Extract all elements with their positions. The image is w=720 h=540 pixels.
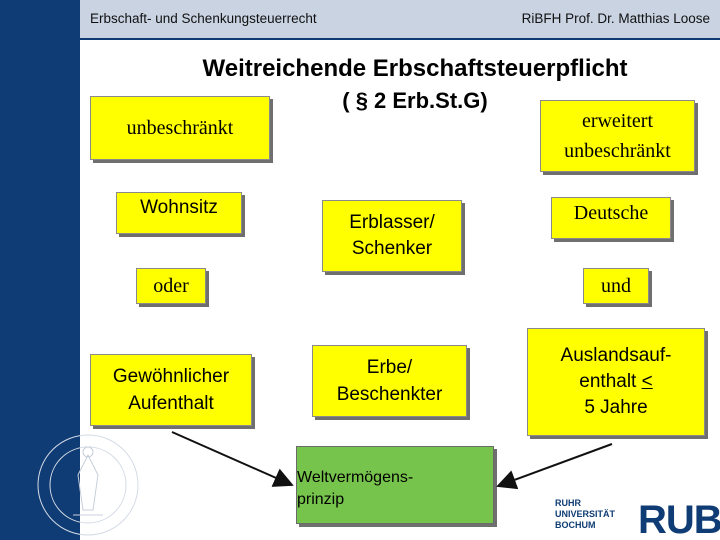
box-unbeschraenkt: unbeschränkt — [90, 96, 270, 160]
logo-line: BOCHUM — [555, 520, 596, 530]
box-gewoehnlicher-aufenthalt: Gewöhnlicher Aufenthalt — [90, 354, 252, 426]
box-label: oder — [153, 274, 189, 297]
box-label: Erbe/ — [366, 357, 413, 378]
box-weltvermoegensprinzip: Weltvermögens- prinzip — [296, 446, 494, 524]
university-seal-icon — [37, 434, 139, 536]
logo-line: RUHR — [555, 498, 581, 508]
box-deutsche: Deutsche — [551, 197, 671, 239]
arrow-to-weltvermoegen-right — [496, 443, 613, 490]
box-auslandsaufenthalt: Auslandsauf- enthalt < 5 Jahre — [527, 328, 705, 436]
box-label: Wohnsitz — [140, 197, 218, 218]
logo-line: UNIVERSITÄT — [555, 509, 616, 519]
box-erblasser-schenker: Erblasser/ Schenker — [322, 200, 462, 272]
box-label: Aufenthalt — [128, 393, 214, 414]
box-label: erweitert — [581, 110, 654, 132]
box-und: und — [583, 268, 649, 304]
box-oder: oder — [136, 268, 206, 304]
box-erweitert-unbeschraenkt: erweitert unbeschränkt — [540, 100, 695, 172]
header-divider — [80, 38, 720, 40]
box-label: prinzip — [297, 491, 345, 508]
box-label: unbeschränkt — [564, 140, 671, 162]
slide-subtitle: ( § 2 Erb.St.G) — [342, 88, 488, 113]
header-band — [80, 0, 720, 38]
box-label: Gewöhnlicher — [112, 366, 230, 387]
box-label: Auslandsauf- — [560, 345, 672, 366]
slide-title: Weitreichende Erbschaftsteuerpflicht — [202, 55, 628, 82]
header-author: RiBFH Prof. Dr. Matthias Loose — [521, 11, 710, 26]
box-label: Schenker — [351, 238, 433, 259]
box-label: enthalt < — [579, 369, 652, 395]
arrow-to-weltvermoegen-left — [171, 431, 294, 487]
box-label: Beschenkter — [336, 384, 443, 405]
less-than-symbol: < — [641, 371, 653, 392]
box-label: enthalt — [579, 371, 637, 392]
rub-logo: RUB — [638, 498, 720, 540]
university-logo-text: RUHR UNIVERSITÄT BOCHUM — [555, 498, 615, 531]
box-wohnsitz: Wohnsitz — [116, 192, 242, 234]
box-label: Deutsche — [573, 202, 649, 224]
box-erbe-beschenkter: Erbe/ Beschenkter — [312, 345, 467, 417]
box-label: 5 Jahre — [584, 397, 648, 418]
box-label: und — [601, 274, 631, 297]
header-course-title: Erbschaft- und Schenkungsteuerrecht — [90, 11, 317, 26]
box-label: Weltvermögens- — [297, 469, 414, 486]
box-label: Erblasser/ — [349, 212, 435, 233]
box-label: unbeschränkt — [126, 116, 234, 139]
sidebar — [0, 0, 80, 540]
